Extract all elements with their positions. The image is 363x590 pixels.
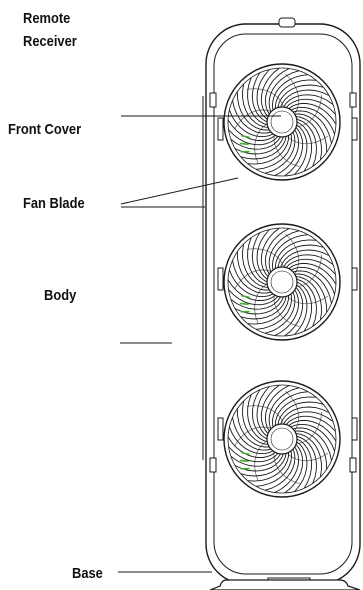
label-front-cover: Front Cover <box>8 119 81 140</box>
clip-right-4 <box>352 418 357 440</box>
base-plate <box>210 580 360 590</box>
label-remote-receiver-line2: Receiver <box>23 31 77 52</box>
fan-unit-bottom <box>224 381 340 497</box>
clip-right-1 <box>350 93 356 107</box>
base-stand <box>210 578 360 590</box>
fan-unit-middle <box>224 224 340 340</box>
fan-accent-mark <box>240 143 249 144</box>
clip-left-3 <box>218 268 223 290</box>
clip-left-1 <box>210 93 216 107</box>
clip-right-3 <box>352 268 357 290</box>
clip-right-2 <box>352 118 357 140</box>
clip-left-4 <box>218 418 223 440</box>
remote-receiver-window <box>279 18 295 27</box>
fan-hub-inner <box>271 428 293 450</box>
fan-hub-inner <box>271 111 293 133</box>
label-fan-blade: Fan Blade <box>23 193 85 214</box>
leader-fan-blade-upper <box>121 178 238 204</box>
fan-hub-inner <box>271 271 293 293</box>
fan-accent-mark <box>240 303 249 304</box>
leader-lines <box>118 116 281 572</box>
fan-unit-top <box>224 64 340 180</box>
clip-left-5 <box>210 458 216 472</box>
clip-right-5 <box>350 458 356 472</box>
label-base: Base <box>72 563 103 584</box>
clip-left-2 <box>218 118 223 140</box>
label-body: Body <box>44 285 76 306</box>
label-remote-receiver-line1: Remote <box>23 8 70 29</box>
fan-accent-mark <box>240 460 249 461</box>
